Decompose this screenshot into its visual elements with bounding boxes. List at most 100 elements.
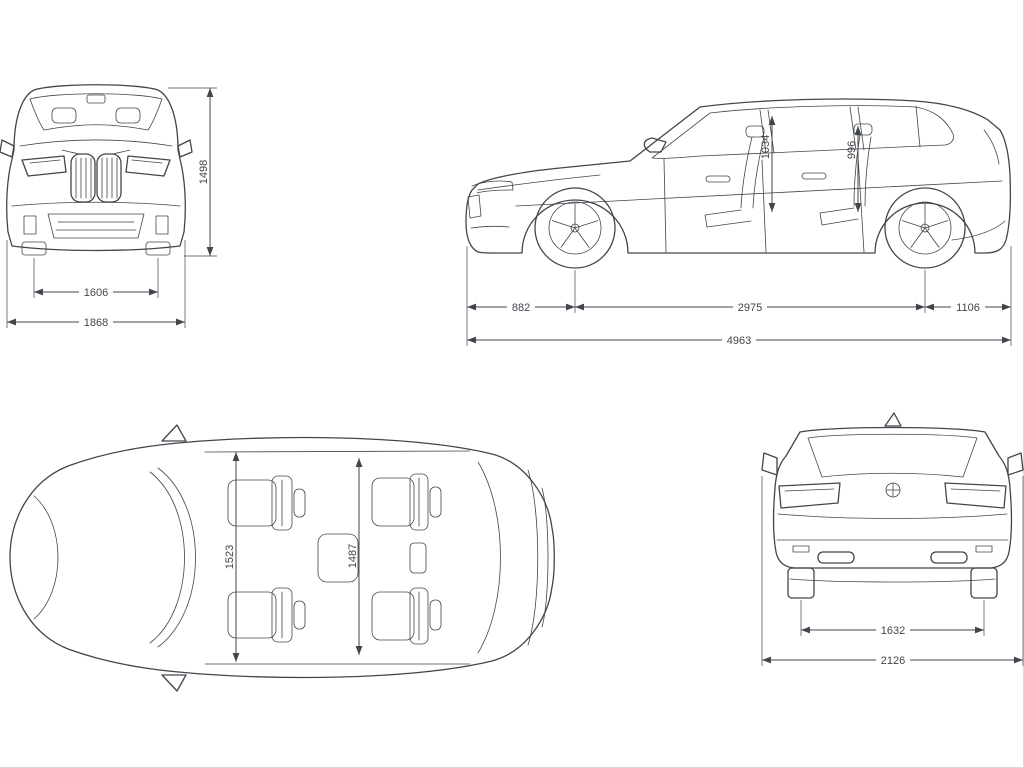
- taillight-detail: [784, 488, 1001, 492]
- rear-seat-back-right: [409, 587, 429, 645]
- side-glass: [651, 105, 954, 159]
- rear-extension-lines: [761, 476, 1024, 666]
- front-seat-cushion-left: [227, 479, 277, 527]
- seat-headrest-rear: [853, 123, 873, 136]
- front-end-detail: [467, 174, 601, 229]
- label-mask: [79, 286, 113, 298]
- reflector-left: [792, 545, 810, 553]
- dim-shoulder-front-value: 1523: [224, 545, 236, 569]
- dim-headroom-rear-value: 996: [846, 141, 858, 159]
- dim-width-mirrors-label: 2126: [876, 654, 910, 667]
- label-mask: [507, 301, 535, 313]
- rear-seat-back-left: [409, 473, 429, 531]
- dim-length-value: 4963: [727, 335, 751, 347]
- label-mask: [876, 654, 910, 666]
- exhaust-right: [930, 551, 968, 564]
- front-headrest-right: [293, 600, 306, 630]
- rear-wheel-rim: [898, 201, 952, 255]
- front-view: 1498 1606 1868: [0, 84, 217, 329]
- bmw-roundel-cross: [885, 482, 901, 498]
- dim-shoulder-front-label: 1523: [224, 545, 236, 569]
- hood-lines: [19, 139, 173, 155]
- front-windshield: [29, 93, 163, 131]
- dim-shoulder-rear-label: 1487: [347, 544, 359, 568]
- rear-seat-cushion-left: [371, 477, 415, 527]
- dim-front-overhang-value: 882: [512, 302, 530, 314]
- windshield-top-view: [149, 467, 196, 648]
- label-mask: [722, 334, 756, 346]
- front-seat-cushion-right: [227, 591, 277, 639]
- rear-wheel-tire: [884, 187, 966, 269]
- rear-tire-right: [970, 567, 998, 599]
- label-mask: [733, 301, 767, 313]
- door-lines: [663, 155, 865, 253]
- headlights: [21, 155, 171, 177]
- grille-slats: [75, 157, 118, 199]
- side-mirrors-rear-view: [761, 452, 1024, 476]
- rear-window-top-view: [477, 461, 501, 654]
- label-mask: [951, 301, 985, 313]
- dim-rear-overhang-value: 1106: [956, 302, 980, 314]
- rear-body-outline: [772, 426, 1013, 569]
- rear-seat-cushion-right: [371, 591, 415, 641]
- dim-length-label: 4963: [722, 334, 756, 347]
- dim-front-overhang-label: 882: [507, 301, 535, 314]
- shark-fin-antenna: [884, 412, 902, 427]
- door-handle-front: [705, 175, 731, 183]
- front-wheel-rim: [548, 201, 602, 255]
- front-bumper: [11, 201, 181, 239]
- dim-headroom-rear-label: 996: [846, 141, 858, 159]
- front-tire-right: [145, 241, 171, 256]
- rearview-mirror: [86, 94, 106, 104]
- character-line: [515, 180, 1003, 207]
- dim-shoulder-rear-value: 1487: [347, 544, 359, 568]
- dim-body-width-label: 1868: [79, 316, 113, 329]
- label-mask: [876, 624, 910, 636]
- top-view: 1523 1487: [9, 424, 555, 692]
- front-seat-back-right: [271, 587, 293, 643]
- headrest-left: [51, 107, 77, 124]
- rear-view: 1632 2126: [761, 412, 1024, 667]
- dim-height-label: 1498: [198, 160, 210, 184]
- seat-slats: [281, 477, 420, 641]
- rear-end-detail: [951, 129, 1006, 241]
- side-view: 1034 996 882 2975 1106 4963: [465, 98, 1012, 347]
- tailgate-seam: [777, 513, 1008, 519]
- dim-wheelbase-label: 2975: [733, 301, 767, 314]
- reflector-right: [975, 545, 993, 553]
- side-mirrors-front-view: [0, 139, 193, 158]
- dim-width-mirrors-value: 2126: [881, 655, 905, 667]
- exhaust-left: [817, 551, 855, 564]
- dim-headroom-front-value: 1034: [760, 135, 772, 159]
- top-body-outline: [9, 436, 555, 679]
- dim-rear-track-label: 1632: [876, 624, 910, 637]
- rear-center-section: [409, 542, 427, 574]
- side-extension-lines: [466, 246, 1012, 346]
- dim-front-track-value: 1606: [84, 287, 108, 299]
- dim-rear-track-value: 1632: [881, 625, 905, 637]
- dim-front-track-label: 1606: [79, 286, 113, 299]
- dim-body-width-value: 1868: [84, 317, 108, 329]
- front-extension-lines: [6, 87, 217, 328]
- rear-window: [807, 433, 978, 478]
- pillars: [759, 105, 921, 154]
- rear-tire-left: [787, 567, 815, 599]
- front-tire-left: [21, 241, 47, 256]
- door-handle-rear: [801, 172, 827, 180]
- taillights: [778, 482, 1007, 509]
- kidney-grille-right: [96, 153, 122, 203]
- front-wheel-tire: [534, 187, 616, 269]
- front-headrest-left: [293, 488, 306, 518]
- seat-headrest-front: [745, 125, 765, 138]
- rear-headrest-left: [429, 486, 442, 518]
- dim-height-value: 1498: [198, 160, 210, 184]
- side-mirror: [643, 137, 667, 153]
- roof-edges: [204, 450, 471, 665]
- hood-contour: [33, 495, 59, 620]
- label-mask: [79, 316, 113, 328]
- wheel-spokes: [551, 203, 949, 248]
- dim-headroom-front-label: 1034: [760, 135, 772, 159]
- dim-wheelbase-value: 2975: [738, 302, 762, 314]
